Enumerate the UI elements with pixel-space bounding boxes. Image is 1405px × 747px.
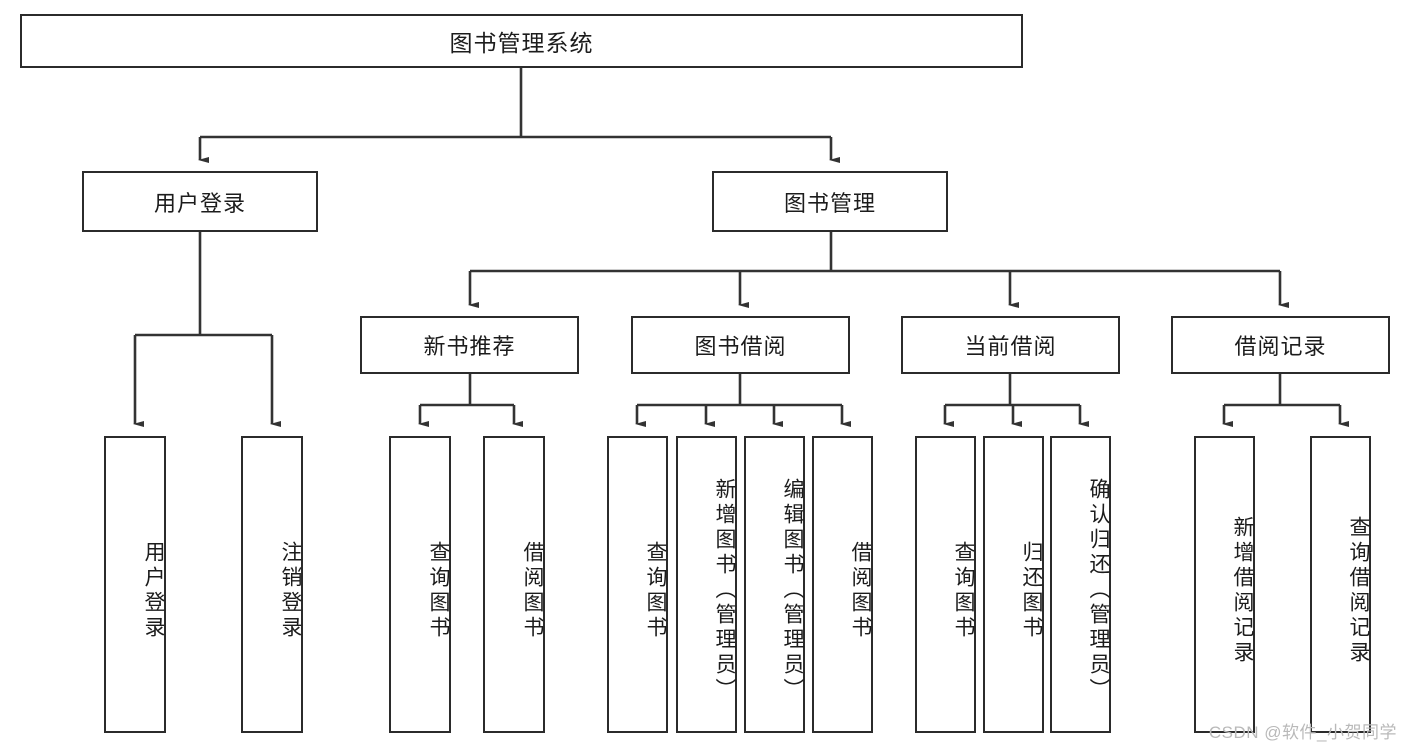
node-label: 借阅记录 bbox=[1234, 334, 1327, 359]
leaf-add-book-admin[interactable]: 新增图书（管理员） bbox=[676, 436, 737, 733]
leaf-query-book-recommend[interactable]: 查询图书 bbox=[389, 436, 451, 733]
leaf-edit-book-admin[interactable]: 编辑图书（管理员） bbox=[744, 436, 805, 733]
node-label: 查询图书 bbox=[427, 540, 450, 641]
node-user-login[interactable]: 用户登录 bbox=[82, 171, 318, 232]
node-label: 确认归还（管理员） bbox=[1087, 478, 1110, 703]
node-current-borrow[interactable]: 当前借阅 bbox=[901, 316, 1120, 374]
leaf-query-book-current[interactable]: 查询图书 bbox=[915, 436, 976, 733]
node-label: 编辑图书（管理员） bbox=[781, 478, 804, 703]
leaf-query-borrow-record[interactable]: 查询借阅记录 bbox=[1310, 436, 1371, 733]
node-label: 新增图书（管理员） bbox=[713, 478, 736, 703]
leaf-borrow-book[interactable]: 借阅图书 bbox=[812, 436, 873, 733]
leaf-add-borrow-record[interactable]: 新增借阅记录 bbox=[1194, 436, 1255, 733]
node-label: 图书管理 bbox=[783, 190, 876, 216]
node-label: 当前借阅 bbox=[964, 334, 1057, 359]
node-label: 归还图书 bbox=[1020, 540, 1043, 641]
node-borrow-record[interactable]: 借阅记录 bbox=[1171, 316, 1390, 374]
node-label: 新书推荐 bbox=[423, 334, 516, 359]
node-label: 查询图书 bbox=[952, 540, 975, 641]
leaf-confirm-return-admin[interactable]: 确认归还（管理员） bbox=[1050, 436, 1111, 733]
node-new-book-recommend[interactable]: 新书推荐 bbox=[360, 316, 579, 374]
node-book-borrow[interactable]: 图书借阅 bbox=[631, 316, 850, 374]
leaf-logout-login[interactable]: 注销登录 bbox=[241, 436, 303, 733]
node-book-management[interactable]: 图书管理 bbox=[712, 171, 948, 232]
node-label: 用户登录 bbox=[142, 540, 165, 641]
leaf-query-book-borrow[interactable]: 查询图书 bbox=[607, 436, 668, 733]
leaf-borrow-book-recommend[interactable]: 借阅图书 bbox=[483, 436, 545, 733]
watermark-credit: CSDN @软件_小贺同学 bbox=[1208, 723, 1397, 742]
node-label: 查询图书 bbox=[644, 540, 667, 641]
node-label: 新增借阅记录 bbox=[1231, 515, 1254, 666]
node-label: 用户登录 bbox=[153, 190, 246, 216]
node-label: 借阅图书 bbox=[521, 540, 544, 641]
node-label: 借阅图书 bbox=[849, 540, 872, 641]
node-label: 图书管理系统 bbox=[449, 30, 594, 56]
node-label: 查询借阅记录 bbox=[1347, 515, 1370, 666]
leaf-return-book[interactable]: 归还图书 bbox=[983, 436, 1044, 733]
node-label: 注销登录 bbox=[279, 540, 302, 641]
node-root-book-management-system[interactable]: 图书管理系统 bbox=[20, 14, 1023, 68]
node-label: 图书借阅 bbox=[694, 334, 787, 359]
leaf-user-login[interactable]: 用户登录 bbox=[104, 436, 166, 733]
